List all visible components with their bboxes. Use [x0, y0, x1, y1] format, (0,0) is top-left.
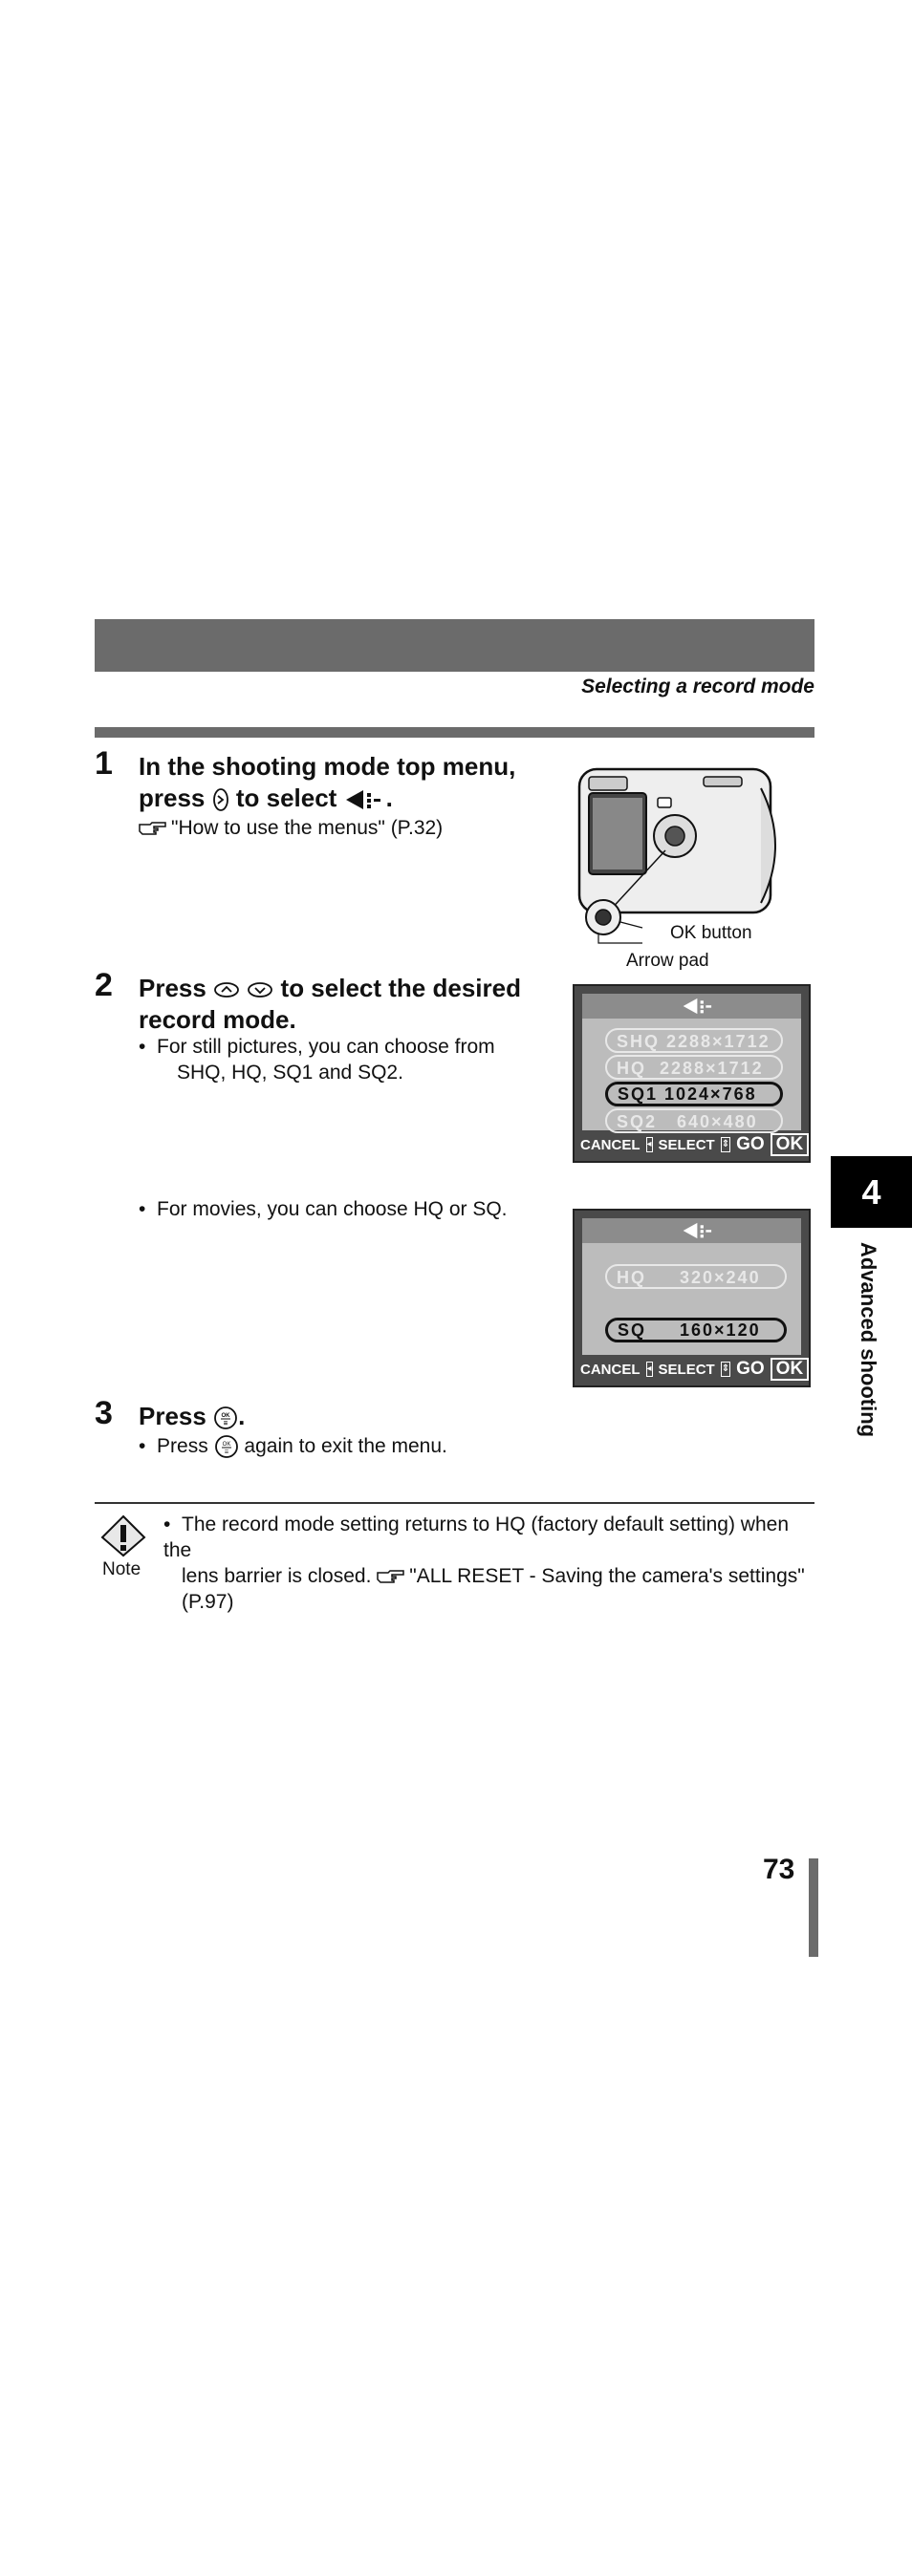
updown-key-icon: ⇕ [720, 1137, 731, 1152]
chapter-title: Advanced shooting [857, 1242, 880, 1438]
chapter-number-tab: 4 [831, 1156, 912, 1228]
arrow-pad-callout: Arrow pad [626, 951, 709, 971]
left-key-icon: ◂ [645, 1137, 653, 1152]
ok-key-icon: OK [770, 1358, 810, 1381]
step-2-heading-line1: Press to select the desired [139, 974, 521, 1002]
pointing-hand-icon [139, 822, 166, 835]
step-2-heading-line2: record mode. [139, 1005, 296, 1034]
header-rule [95, 727, 814, 738]
step-2-bullet-still: • For still pictures, you can choose fro… [139, 1036, 495, 1084]
left-key-icon: ◂ [645, 1362, 653, 1377]
record-mode-icon [683, 998, 712, 1015]
lcd-option-hq[interactable]: HQ 320×240 [605, 1264, 787, 1289]
section-title: Selecting a record mode [581, 676, 814, 698]
lcd-option-sq2[interactable]: SQ2 640×480 [605, 1108, 783, 1133]
step-1-heading-line1: In the shooting mode top menu, [139, 752, 516, 781]
svg-text:OK: OK [222, 1442, 230, 1448]
lcd-option-hq[interactable]: HQ 2288×1712 [605, 1055, 783, 1080]
page-number-bar [809, 1858, 818, 1957]
camera-illustration [577, 767, 776, 944]
pointing-hand-icon [377, 1570, 405, 1583]
step-2-number: 2 [95, 967, 113, 1003]
updown-key-icon: ⇕ [720, 1362, 731, 1377]
lcd-option-shq[interactable]: SHQ 2288×1712 [605, 1028, 783, 1053]
lcd-option-sq[interactable]: SQ 160×120 [605, 1318, 787, 1342]
svg-text:OK: OK [222, 1413, 231, 1419]
step-3-heading: Press OK☰. [139, 1402, 246, 1430]
lcd-movie-modes: HQ 320×240 SQ 160×120 CANCEL◂ SELECT⇕ GO… [573, 1209, 811, 1387]
step-2-bullet-movie: • For movies, you can choose HQ or SQ. [139, 1198, 508, 1220]
note-label: Note [102, 1559, 141, 1579]
step-1-number: 1 [95, 745, 113, 782]
step-1-reference: "How to use the menus" (P.32) [139, 815, 443, 841]
header-band [95, 619, 814, 672]
lcd-still-modes: SHQ 2288×1712 HQ 2288×1712 SQ1 1024×768 … [573, 984, 811, 1163]
arrow-up-button-icon [214, 982, 239, 998]
step-2-heading: Press to select the desired record mode. [139, 973, 550, 1036]
warning-icon [100, 1514, 146, 1557]
svg-text:☰: ☰ [224, 1421, 228, 1427]
ok-key-icon: OK [770, 1133, 810, 1156]
step-1-heading-line2: press to select . [139, 784, 393, 812]
ok-button-callout: OK button [670, 923, 752, 943]
lcd-option-sq1[interactable]: SQ1 1024×768 [605, 1082, 783, 1106]
step-3-bullet: • Press OK☰ again to exit the menu. [139, 1433, 447, 1459]
step-1-heading: In the shooting mode top menu, press to … [139, 751, 550, 814]
arrow-down-button-icon [248, 982, 273, 998]
note-text: • The record mode setting returns to HQ … [163, 1513, 805, 1613]
ok-button-icon: OK ☰ [214, 1406, 237, 1430]
ok-button-icon: OK☰ [214, 1435, 238, 1459]
record-mode-icon [345, 790, 380, 810]
arrow-right-button-icon [212, 788, 228, 812]
svg-text:☰: ☰ [224, 1449, 228, 1455]
page-number: 73 [763, 1854, 795, 1885]
note-divider [95, 1502, 814, 1504]
step-3-number: 3 [95, 1395, 113, 1431]
record-mode-icon [683, 1222, 712, 1239]
